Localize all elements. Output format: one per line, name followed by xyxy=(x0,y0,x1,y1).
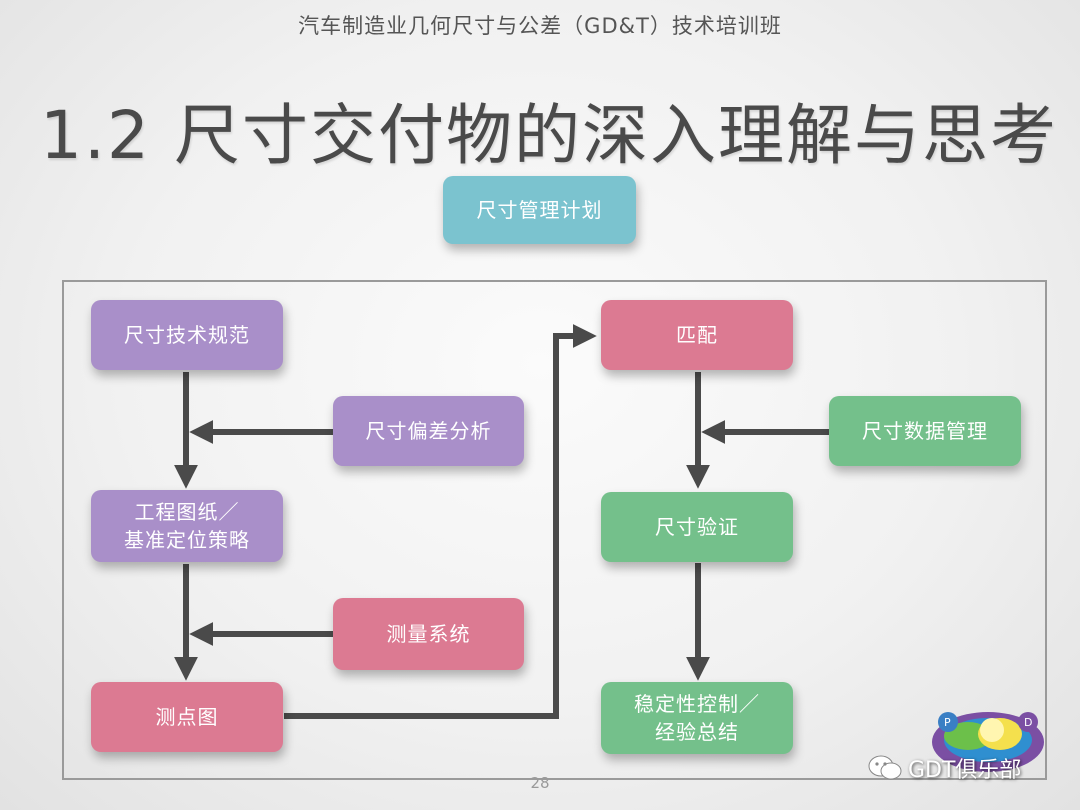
node-engineering-drawing: 工程图纸／ 基准定位策略 xyxy=(91,490,283,562)
arrow-points-to-matching xyxy=(284,324,597,719)
node-label: 尺寸数据管理 xyxy=(862,419,988,443)
node-deviation-analysis: 尺寸偏差分析 xyxy=(333,396,524,466)
slide-title: 1.2 尺寸交付物的深入理解与思考 xyxy=(40,97,1058,174)
node-matching: 匹配 xyxy=(601,300,793,370)
brand-name: GDT俱乐部 xyxy=(908,758,1022,783)
gdt-logo-icon: P D xyxy=(932,712,1044,772)
node-measurement-points: 测点图 xyxy=(91,682,283,752)
logo-letter-d: D xyxy=(1024,716,1032,729)
page-number: 28 xyxy=(530,774,550,792)
node-dimension-spec: 尺寸技术规范 xyxy=(91,300,283,370)
node-measurement-system: 测量系统 xyxy=(333,598,524,670)
node-dimension-management-plan: 尺寸管理计划 xyxy=(443,176,636,244)
flow-frame xyxy=(62,280,1047,780)
node-stability-control: 稳定性控制／ 经验总结 xyxy=(601,682,793,754)
node-dimension-data-management: 尺寸数据管理 xyxy=(829,396,1021,466)
node-label: 尺寸偏差分析 xyxy=(365,419,492,443)
node-label: 尺寸管理计划 xyxy=(476,198,603,222)
node-label: 测量系统 xyxy=(386,622,471,646)
node-label-line2: 基准定位策略 xyxy=(124,528,250,552)
node-label: 匹配 xyxy=(676,323,718,347)
node-dimension-verification: 尺寸验证 xyxy=(601,492,793,562)
logo-letter-p: P xyxy=(944,716,951,729)
wechat-icon xyxy=(868,755,902,780)
node-label: 测点图 xyxy=(155,705,219,729)
course-header: 汽车制造业几何尺寸与公差（GD&T）技术培训班 xyxy=(298,14,782,38)
brand-watermark: GDT俱乐部 xyxy=(868,752,1021,784)
node-label-line1: 稳定性控制／ xyxy=(634,692,760,716)
node-label: 尺寸技术规范 xyxy=(124,323,250,347)
node-label-line1: 工程图纸／ xyxy=(134,500,240,524)
node-label: 尺寸验证 xyxy=(655,515,739,539)
node-label-line2: 经验总结 xyxy=(655,720,739,744)
